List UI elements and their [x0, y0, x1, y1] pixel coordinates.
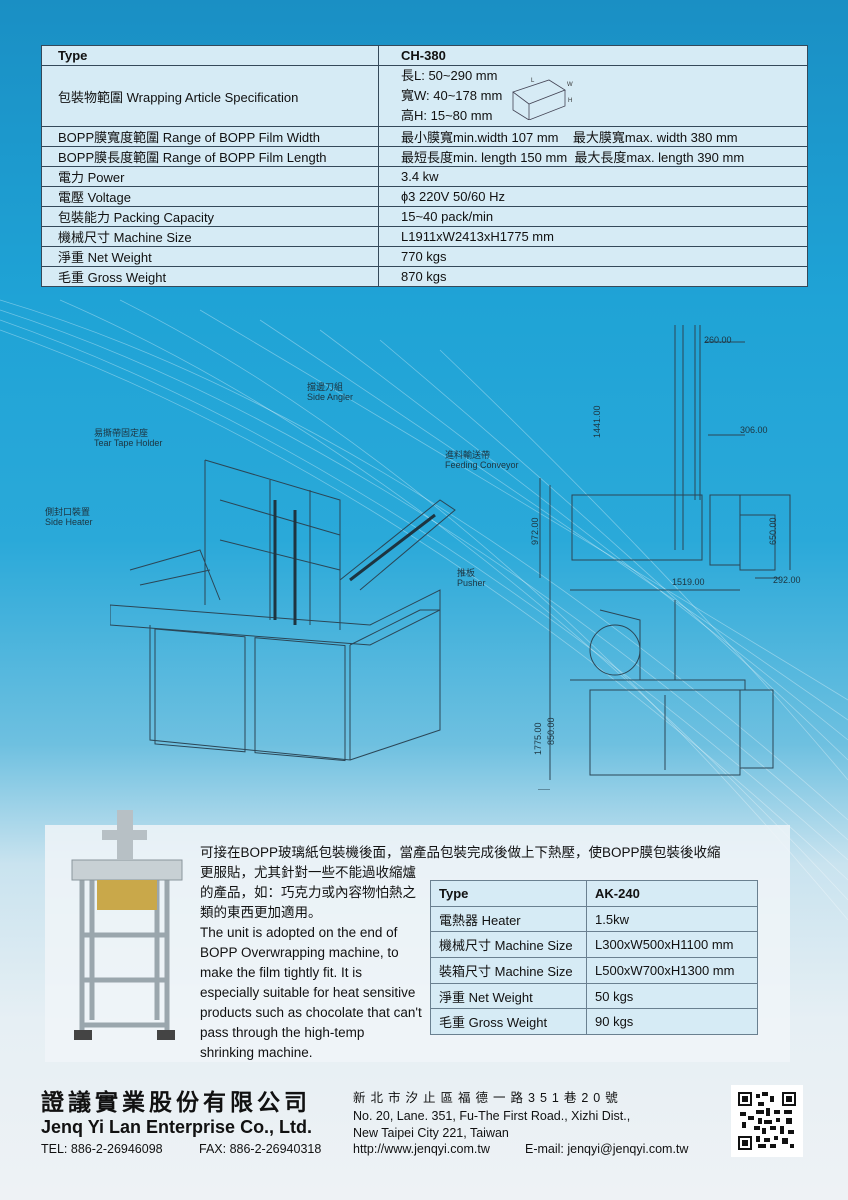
spec-label: 包裝物範圍 Wrapping Article Specification	[41, 65, 379, 127]
box-label-l: L	[531, 78, 535, 84]
company-tel: TEL: 886-2-26946098	[41, 1142, 163, 1156]
label-cn: 擋邊刀組	[307, 382, 344, 392]
spec-width: 寬W: 40~178 mm	[401, 88, 503, 103]
spec-label: 包裝能力 Packing Capacity	[41, 206, 379, 227]
dim-1519: 1519.00	[672, 577, 705, 587]
spec-value: 最短長度min. length 150 mm 最大長度max. length 3…	[378, 146, 808, 167]
dim-1775: 1775.00	[533, 722, 543, 755]
box-label-h: H	[568, 98, 572, 104]
ak-value: AK-240	[586, 880, 758, 907]
machine-isometric-drawing	[110, 459, 456, 762]
spec-label: Type	[41, 45, 379, 66]
spec-value: 3.4 kw	[378, 166, 808, 187]
ak-label: 淨重 Net Weight	[430, 982, 587, 1010]
spec-value: 870 kgs	[378, 266, 808, 287]
label-cn: 易撕帶固定座	[94, 428, 149, 438]
box-dimension-icon: L W H	[512, 78, 573, 120]
spec-value: L1911xW2413xH1775 mm	[378, 226, 808, 247]
address-en-line2: New Taipei City 221, Taiwan	[353, 1126, 509, 1140]
spec-row-wrapping: 包裝物範圍 Wrapping Article Specification 長L:…	[41, 65, 808, 127]
spec-value: 最小膜寬min.width 107 mm 最大膜寬max. width 380 …	[378, 126, 808, 147]
label-cn: 推板	[457, 568, 476, 578]
spec-value: 770 kgs	[378, 246, 808, 267]
company-name-en: Jenq Yi Lan Enterprise Co., Ltd.	[41, 1117, 313, 1137]
ak-value: L300xW500xH1100 mm	[586, 931, 758, 959]
spec-value: 15~40 pack/min	[378, 206, 808, 227]
spec-label: 毛重 Gross Weight	[41, 266, 379, 287]
address-en-line1: No. 20, Lane. 351, Fu-The First Road., X…	[353, 1109, 631, 1123]
spec-value: ɸ3 220V 50/60 Hz	[378, 186, 808, 207]
ak-value: 1.5kw	[586, 905, 758, 933]
label-en: Side Angler	[307, 392, 354, 402]
spec-header-row: Type CH-380	[41, 45, 808, 66]
spec-value: CH-380	[378, 45, 808, 66]
dim-1441: 1441.00	[592, 405, 602, 438]
description-cn-rest: 更服貼，尤其針對一些不能過收縮爐的產品，如：巧克力或內容物怕熱之類的東西更加適用…	[200, 865, 416, 920]
dim-650: 650.00	[768, 517, 778, 545]
email-link[interactable]: E-mail: jenqyi@jenqyi.com.tw	[525, 1142, 689, 1156]
description-cn-line1: 可接在BOPP玻璃紙包裝機後面，當產品包裝完成後做上下熱壓，使BOPP膜包裝後收…	[200, 845, 721, 860]
dim-306: 306.00	[740, 425, 768, 435]
ak-value: 50 kgs	[586, 982, 758, 1010]
dim-260: 260.00	[704, 335, 732, 345]
address-cn: 新北市汐止區福德一路351巷20號	[353, 1091, 623, 1105]
dim-972: 972.00	[530, 517, 540, 545]
label-en: Pusher	[457, 578, 486, 588]
machine-orthographic-drawing	[538, 325, 791, 790]
spec-label: 電力 Power	[41, 166, 379, 187]
ak-label: 電熱器 Heater	[430, 905, 587, 933]
spec-label: BOPP膜寬度範圍 Range of BOPP Film Width	[41, 126, 379, 147]
dim-850: 850.00	[546, 717, 556, 745]
label-cn: 進料輸送帶	[445, 450, 491, 460]
ch380-spec-table: Type CH-380 包裝物範圍 Wrapping Article Speci…	[41, 45, 808, 287]
company-fax: FAX: 886-2-26940318	[199, 1142, 322, 1156]
ak-label: Type	[430, 880, 587, 907]
spec-height: 高H: 15~80 mm	[401, 108, 493, 123]
qr-code	[731, 1085, 803, 1157]
box-label-w: W	[567, 82, 573, 88]
shrink-unit-description: 可接在BOPP玻璃紙包裝機後面，當產品包裝完成後做上下熱壓，使BOPP膜包裝後收…	[200, 843, 760, 1063]
description-en: The unit is adopted on the end of BOPP O…	[200, 925, 422, 1060]
shrink-unit-photo	[71, 810, 183, 1040]
spec-length: 長L: 50~290 mm	[401, 68, 498, 83]
label-en: Feeding Conveyor	[445, 460, 519, 470]
dim-292: 292.00	[773, 575, 801, 585]
ak-label: 機械尺寸 Machine Size	[430, 931, 587, 959]
ak-label: 毛重 Gross Weight	[430, 1008, 587, 1036]
ak-value: L500xW700xH1300 mm	[586, 957, 758, 984]
label-cn: 側封口裝置	[45, 507, 91, 517]
ak-label: 裝箱尺寸 Machine Size	[430, 957, 587, 984]
company-name-cn: 證議實業股份有限公司	[41, 1090, 311, 1116]
website-link[interactable]: http://www.jenqyi.com.tw	[353, 1142, 490, 1156]
label-en: Side Heater	[45, 517, 93, 527]
spec-label: 電壓 Voltage	[41, 186, 379, 207]
spec-label: 淨重 Net Weight	[41, 246, 379, 267]
ak-value: 90 kgs	[586, 1008, 758, 1036]
label-en: Tear Tape Holder	[94, 438, 163, 448]
spec-label: BOPP膜長度範圍 Range of BOPP Film Length	[41, 146, 379, 167]
spec-label: 機械尺寸 Machine Size	[41, 226, 379, 247]
